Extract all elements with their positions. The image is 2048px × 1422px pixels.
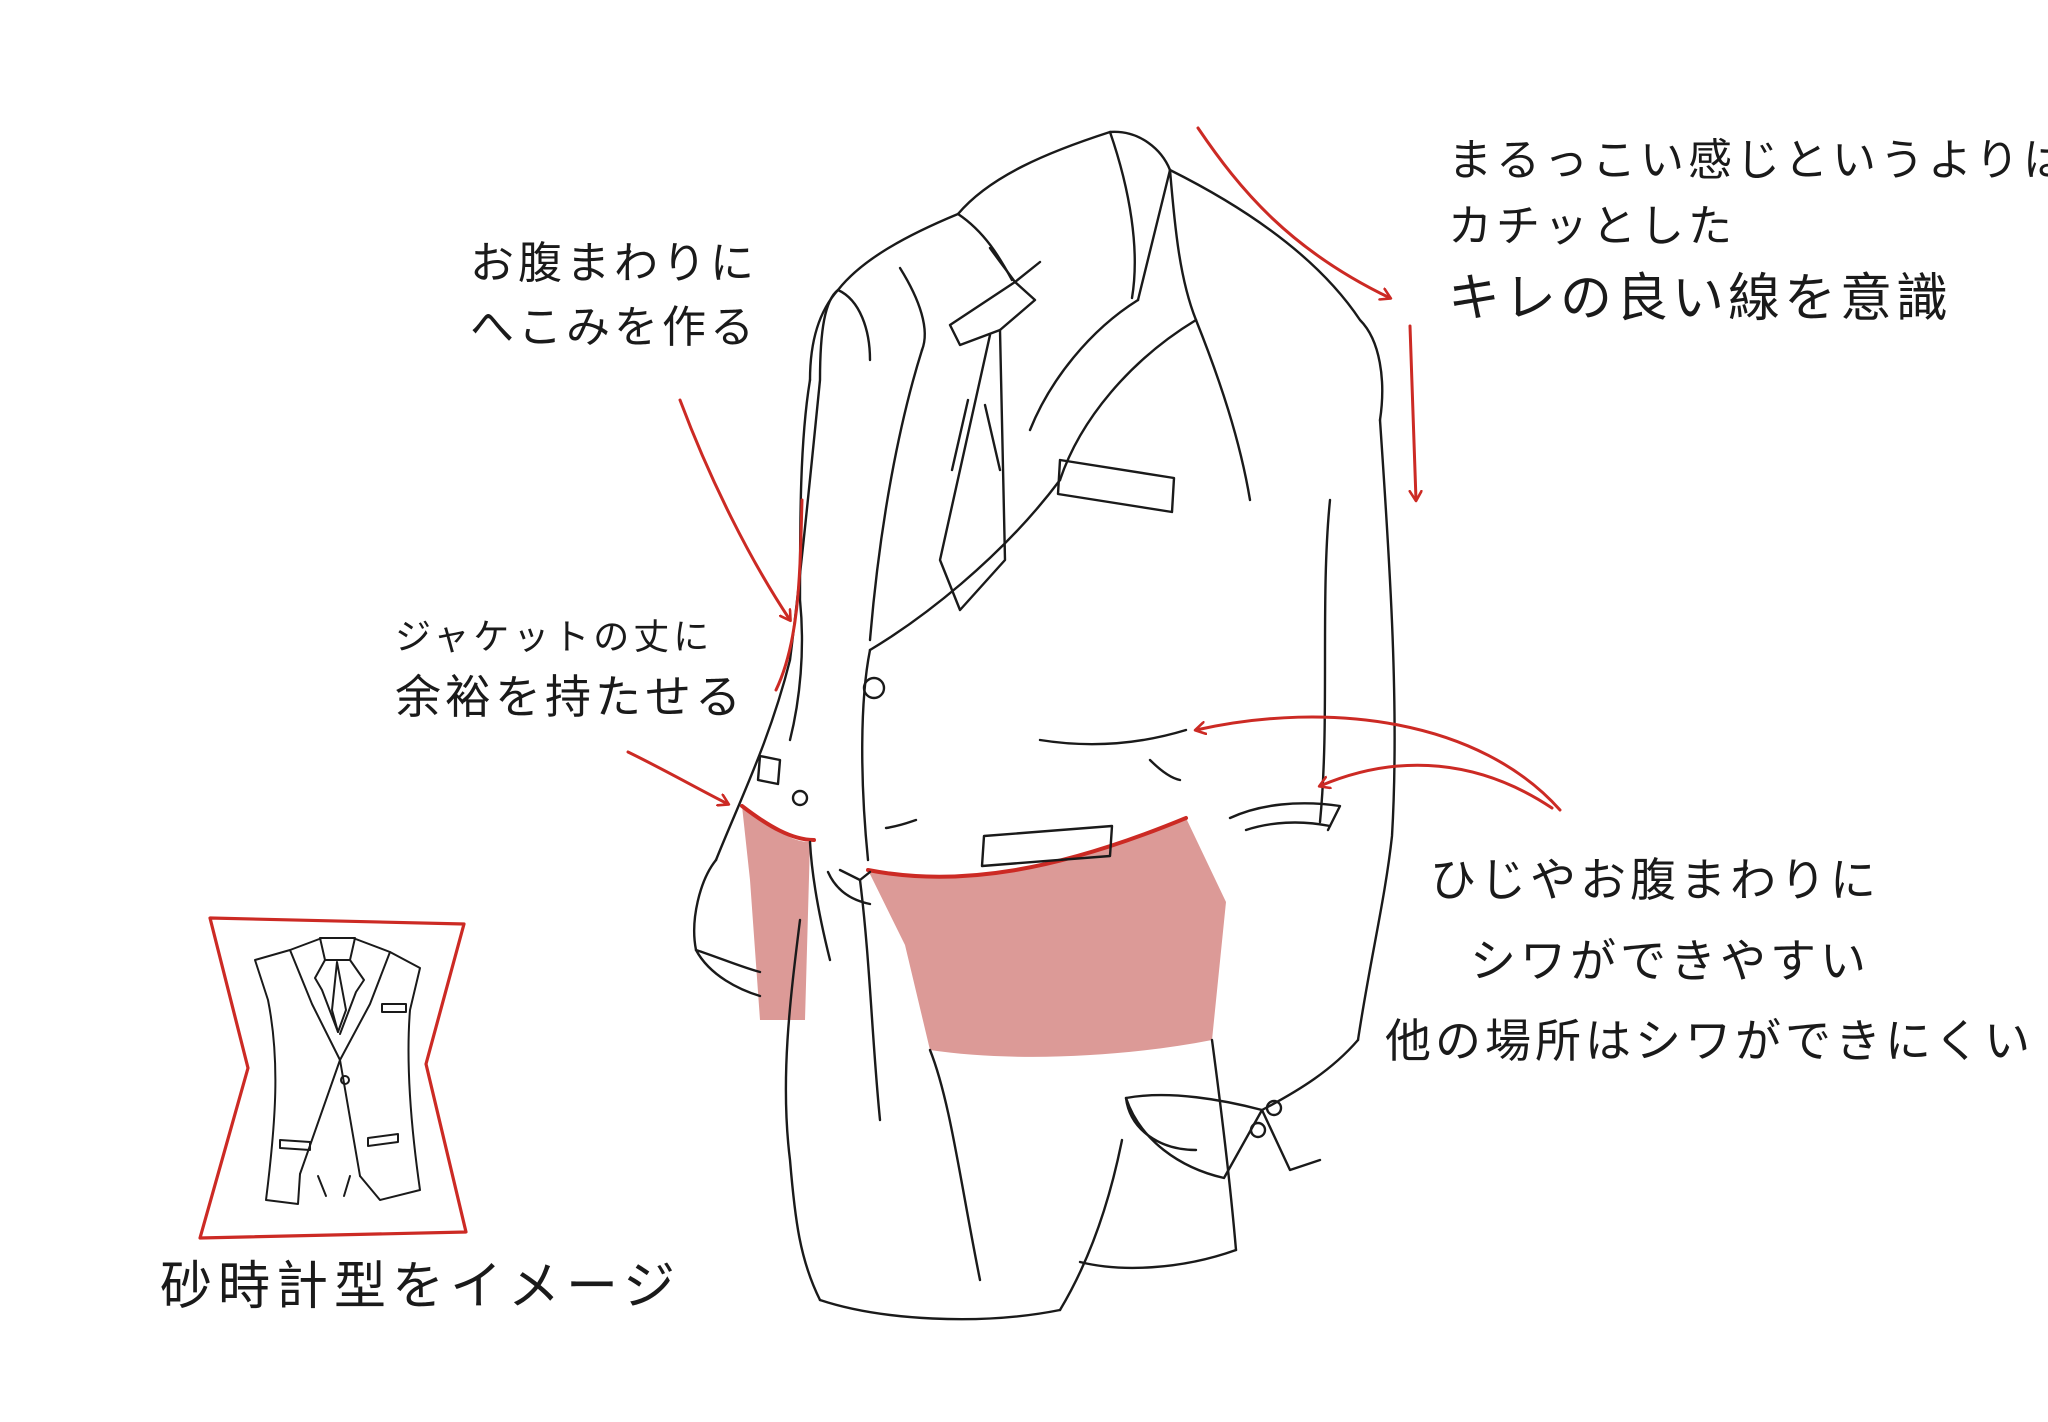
- arrow-jacket-length: [626, 750, 728, 804]
- annotation-line: お腹まわりに: [470, 238, 758, 289]
- annotation-sharp-lines: まるっこい感じというよりは カチッとした キレの良い線を意識: [1448, 128, 2048, 338]
- annotation-line: シワができやすい: [1470, 933, 1870, 988]
- annotation-line: ひじやお腹まわりに: [1430, 853, 1880, 907]
- annotation-jacket-length: ジャケットの丈に 余裕を持たせる: [395, 612, 745, 731]
- annotation-hourglass-caption: 砂時計型をイメージ: [160, 1250, 681, 1325]
- annotation-line: カチッとした: [1448, 201, 1736, 252]
- arrow-wrinkle-waist: [1196, 715, 1562, 812]
- annotation-waist-dent: お腹まわりに へこみを作る: [470, 232, 758, 360]
- annotation-line: ジャケットの丈に: [395, 617, 714, 658]
- jacket-line-art: [693, 130, 1396, 1321]
- annotation-line: へこみを作る: [470, 301, 758, 353]
- annotation-line: 砂時計型をイメージ: [160, 1257, 681, 1317]
- hourglass-jacket-thumbnail: [198, 916, 468, 1240]
- hem-highlight-main: [868, 818, 1226, 1057]
- hem-highlight-edge: [740, 804, 1188, 879]
- arrow-shoulder: [1196, 126, 1390, 298]
- arrow-sleeve: [1408, 324, 1416, 500]
- annotation-line: 余裕を持たせる: [395, 670, 745, 725]
- arrow-waist-dent: [678, 398, 790, 620]
- arrow-waist-contour: [774, 498, 804, 692]
- annotation-line: キレの良い線を意識: [1448, 269, 1953, 329]
- annotation-wrinkles: ひじやお腹まわりに シワができやすい 他の場所はシワができにくい: [1385, 840, 2034, 1082]
- hem-highlight-left: [742, 806, 810, 1020]
- annotation-line: 他の場所はシワができにくい: [1385, 1014, 2035, 1068]
- annotation-line: まるっこい感じというよりは: [1448, 135, 2048, 186]
- hourglass-frame: [198, 916, 468, 1240]
- arrow-wrinkle-elbow: [1320, 763, 1554, 810]
